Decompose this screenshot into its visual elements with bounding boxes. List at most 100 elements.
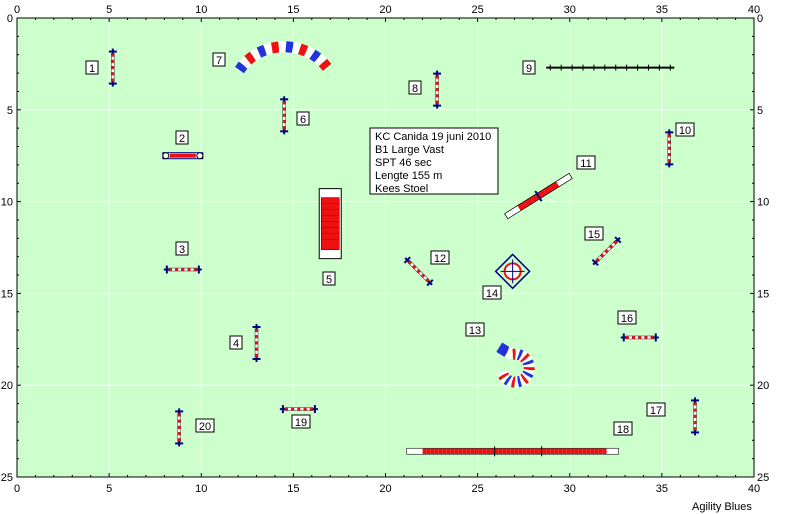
obstacle-number-11: 11 <box>576 155 596 170</box>
dogwalk-plank <box>518 448 523 455</box>
pole-stripe <box>600 253 605 258</box>
x-tick-label-top: 40 <box>748 4 760 16</box>
dogwalk-plank <box>446 448 451 455</box>
dogwalk-plank <box>554 448 559 455</box>
pole-stripe <box>255 353 259 357</box>
pole-stripe <box>667 140 671 144</box>
number-label: 5 <box>326 274 332 286</box>
dogwalk-plank <box>478 448 483 455</box>
tunnel-segment <box>519 373 529 384</box>
dogwalk-plank <box>562 448 567 455</box>
pole-stripe <box>111 69 115 73</box>
obstacle-number-10: 10 <box>675 122 695 137</box>
axis-ticks <box>16 17 755 478</box>
pole-stripe <box>435 78 439 82</box>
tunnel-segment <box>520 372 532 382</box>
obstacle-jump-16 <box>620 333 659 342</box>
tunnel-segment <box>498 371 510 381</box>
y-tick-label-left: 25 <box>1 472 13 484</box>
dogwalk-plank <box>598 448 603 455</box>
pole-stripe <box>667 137 671 141</box>
pole-stripe <box>641 335 645 339</box>
seesaw-plank <box>511 205 521 215</box>
obstacle-jump-8 <box>433 70 442 109</box>
pole-stripe <box>177 422 181 426</box>
pole-stripe <box>435 84 439 89</box>
pole-stripe <box>611 242 616 247</box>
obstacle-tire-2 <box>162 152 204 160</box>
x-tick-label-top: 15 <box>287 4 299 16</box>
x-tick-label-bottom: 15 <box>287 483 299 495</box>
dogwalk-plank <box>550 448 555 455</box>
wall-outer <box>494 253 531 290</box>
pole-stripe <box>291 407 295 411</box>
tunnel-segment <box>523 363 535 369</box>
number-label: 4 <box>233 338 239 350</box>
obstacle-jump-3 <box>163 265 202 274</box>
dogwalk-plank <box>442 448 447 455</box>
pole-outline <box>407 260 430 283</box>
jump-wing <box>426 279 434 287</box>
tunnel-segment <box>503 374 513 386</box>
dogwalk-plank <box>558 448 563 455</box>
tunnel-segment <box>522 359 534 367</box>
obstacles-layer <box>108 41 700 457</box>
pole-stripe <box>282 119 286 124</box>
obstacle-number-13: 13 <box>465 322 485 337</box>
dogwalk-plank <box>602 448 607 455</box>
tunnel-segment <box>239 56 252 69</box>
pole-stripe <box>300 407 304 411</box>
obstacle-jump-1 <box>108 48 117 87</box>
obstacle-dogwalk-18 <box>406 446 619 457</box>
number-box <box>617 310 637 325</box>
pole-stripe <box>111 78 115 82</box>
pole-stripe <box>412 264 417 270</box>
seesaw-plank <box>549 181 560 191</box>
pole-stripe <box>638 335 642 339</box>
pole-stripe <box>667 134 671 138</box>
obstacle-number-17: 17 <box>646 402 666 417</box>
x-tick-label-top: 10 <box>195 4 207 16</box>
pole-stripe <box>667 149 671 154</box>
pole-stripe <box>255 332 259 336</box>
pole-stripe <box>190 268 194 272</box>
number-box <box>195 418 215 433</box>
x-tick-label-bottom: 10 <box>195 483 207 495</box>
tunnel-segment <box>256 44 268 58</box>
tire-post <box>162 152 170 160</box>
y-tick-label-right: 5 <box>757 105 763 117</box>
tunnel-segment <box>297 43 309 57</box>
number-box <box>584 226 604 241</box>
info-line-1: KC Canida 19 juni 2010 <box>375 131 491 143</box>
pole-stripe <box>435 88 439 92</box>
pole-stripe <box>435 75 439 79</box>
obstacle-table-5 <box>318 188 342 260</box>
pole-stripe <box>111 53 115 57</box>
pole-stripe <box>667 159 671 163</box>
dogwalk-plank <box>482 448 487 455</box>
dogwalk-plank <box>530 448 535 455</box>
pole-stripe <box>255 344 259 348</box>
course-info-box: KC Canida 19 juni 2010 B1 Large Vast SPT… <box>369 127 499 195</box>
tunnel-segment <box>318 58 332 71</box>
y-tick-label-left: 0 <box>7 13 13 25</box>
pole-stripe <box>177 416 181 420</box>
seesaw-plank <box>556 177 566 187</box>
x-tick-label-top: 30 <box>564 4 576 16</box>
tunnel-segment <box>521 356 533 365</box>
pole-stripe <box>423 275 428 281</box>
tunnel-segment <box>291 42 301 55</box>
tunnel-segment <box>500 373 511 384</box>
tunnel-segment <box>516 375 523 388</box>
pole-stripe <box>177 419 181 423</box>
dogwalk-plank <box>566 448 571 455</box>
x-tick-label-top: 35 <box>656 4 668 16</box>
pole-stripe <box>175 268 179 272</box>
obstacle-jump-20 <box>175 408 184 447</box>
obstacle-jump-15 <box>591 236 622 267</box>
number-box <box>322 271 336 286</box>
tunnel-segment <box>309 49 322 63</box>
obstacle-number-5: 5 <box>322 271 336 286</box>
x-tick-label-bottom: 0 <box>14 483 20 495</box>
dogwalk-plank <box>486 448 491 455</box>
